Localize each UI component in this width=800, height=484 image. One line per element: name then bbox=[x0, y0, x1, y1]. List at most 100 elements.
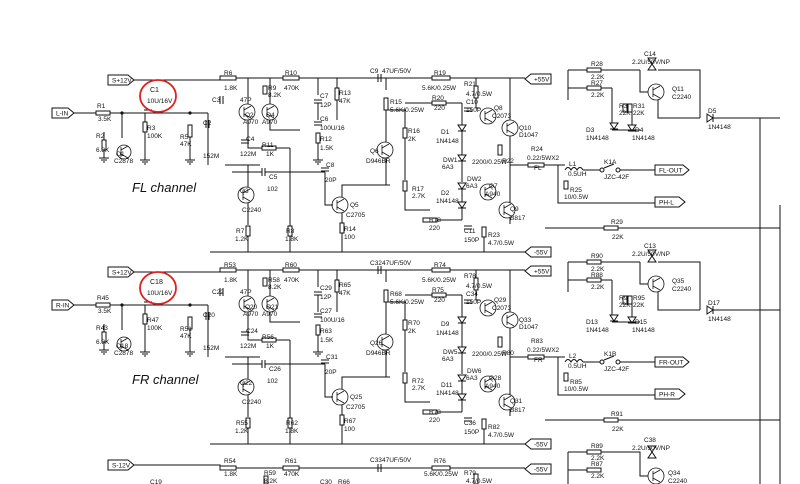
fr-r13-ref: R65 bbox=[339, 282, 351, 289]
rl-rail-s12v-tag-text: S-12V bbox=[112, 462, 131, 469]
wire bbox=[243, 297, 252, 303]
fl-q6-val: D946BR bbox=[366, 158, 391, 165]
rl-r79-ref: R79 bbox=[464, 470, 476, 477]
wire bbox=[134, 77, 375, 81]
wire bbox=[465, 77, 477, 86]
fl-r3-ref: R3 bbox=[147, 125, 156, 132]
fr-c7-val: 12P bbox=[320, 294, 332, 301]
wire bbox=[269, 312, 300, 323]
fl-r14-ref: R14 bbox=[344, 226, 356, 233]
resistor-symbol bbox=[383, 97, 389, 111]
cap-np-symbol bbox=[647, 249, 657, 257]
wire bbox=[484, 301, 493, 307]
rl-r54-val: 1.8K bbox=[224, 471, 238, 478]
transistor-symbol bbox=[479, 107, 497, 125]
fr-r30-ref: R93 bbox=[619, 295, 631, 302]
fl-r27-val: 2.2K bbox=[591, 92, 605, 99]
fl-r11-ref: R11 bbox=[262, 142, 274, 149]
fr-r3-val: 100K bbox=[147, 325, 163, 332]
wire bbox=[120, 153, 129, 159]
fr-dw1-ref: DW5 bbox=[443, 349, 458, 356]
resistor-symbol bbox=[603, 417, 619, 423]
fr-q8-val: C2073 bbox=[492, 305, 512, 312]
fr-r15-val: 5.6K/0.25W bbox=[390, 299, 425, 306]
fl-r20-val: 220 bbox=[434, 105, 445, 112]
diode-symbol bbox=[457, 182, 467, 190]
transistor-symbol bbox=[501, 119, 519, 137]
fr-c1-val: 10U/16V bbox=[147, 290, 173, 297]
fr-d1-val: 1N4148 bbox=[436, 330, 459, 337]
fl-r1-ref: R1 bbox=[97, 103, 106, 110]
wire bbox=[120, 345, 129, 351]
fr-r19-ref: R74 bbox=[434, 262, 446, 269]
wire bbox=[386, 109, 406, 128]
fl-r17-ref: R17 bbox=[412, 186, 424, 193]
fr-r23-val: 4.7/0.5W bbox=[488, 432, 515, 439]
fr-r31-val: 22K bbox=[633, 302, 645, 309]
wire bbox=[639, 262, 648, 285]
fl-c9-val: 47UF/50V bbox=[382, 68, 412, 75]
diode-symbol bbox=[609, 314, 619, 322]
fr-r8-ref: R62 bbox=[286, 420, 298, 427]
wire bbox=[324, 364, 333, 398]
fl-c4-ref: C4 bbox=[246, 136, 255, 143]
diode-symbol bbox=[457, 124, 467, 132]
fl-r29-ref: R29 bbox=[611, 219, 623, 226]
wire bbox=[652, 285, 661, 291]
fl-r25-ref: R25 bbox=[570, 187, 582, 194]
fl-d4-val: 1N4148 bbox=[632, 135, 655, 142]
fr-r22-ref: R80 bbox=[502, 350, 514, 357]
wire bbox=[336, 398, 345, 404]
fr-q8-ref: Q29 bbox=[494, 297, 507, 304]
inductor-symbol bbox=[564, 167, 584, 171]
fr-r12-val: 1.5K bbox=[320, 337, 334, 344]
resistor-symbol bbox=[263, 475, 269, 484]
fl-r15-val: 5.6K/0.25W bbox=[390, 107, 425, 114]
fr-rail-neg-tag: -55V bbox=[524, 438, 552, 450]
fl-q9-val: B817 bbox=[510, 215, 526, 222]
fr-rail-s12v-tag-text: S+12V bbox=[112, 269, 132, 276]
fl-q9-ref: Q9 bbox=[510, 206, 519, 213]
fr-q10-ref: Q33 bbox=[519, 317, 532, 324]
rl-r89-val: 2.2K bbox=[591, 455, 605, 462]
transistor-symbol bbox=[116, 144, 132, 160]
fl-r8-val: 1.8K bbox=[285, 236, 299, 243]
fr-l1-val: 0.5UH bbox=[568, 363, 587, 370]
fr-r12-ref: R63 bbox=[320, 328, 332, 335]
fr-q3-ref: Q22 bbox=[240, 380, 253, 387]
fl-q4-ref: Q4 bbox=[266, 112, 275, 119]
fl-r13-ref: R13 bbox=[339, 90, 351, 97]
rl-r89-ref: R89 bbox=[591, 443, 603, 450]
fr-r24-ref: R83 bbox=[531, 338, 543, 345]
fl-r3-val: 100K bbox=[147, 133, 163, 140]
resistor-symbol bbox=[627, 103, 633, 113]
resistor-symbol bbox=[497, 144, 503, 156]
wire bbox=[134, 269, 375, 273]
rl-c38-ref: C38 bbox=[644, 437, 656, 444]
fr-r9-ref: R58 bbox=[268, 277, 280, 284]
fl-c5-ref: C5 bbox=[269, 174, 278, 181]
wire bbox=[404, 191, 430, 211]
wire bbox=[652, 93, 661, 99]
fl-rail-neg-tag: -55V bbox=[524, 246, 552, 258]
wire bbox=[266, 113, 275, 119]
transistor-symbol bbox=[331, 388, 349, 406]
fr-c9-ref: C32 bbox=[370, 260, 382, 267]
rl-c19-ref: C19 bbox=[150, 479, 162, 484]
wire bbox=[601, 451, 648, 477]
fl-q3-ref: Q3 bbox=[240, 188, 249, 195]
wire bbox=[299, 77, 319, 95]
wire bbox=[503, 203, 512, 209]
rl-r76-val: 5.6K/0.25W bbox=[424, 471, 459, 478]
transistor-symbol bbox=[238, 103, 256, 121]
resistor-symbol bbox=[627, 295, 633, 305]
fl-r29-val: 22K bbox=[612, 234, 624, 241]
transistor-symbol bbox=[479, 375, 497, 393]
fl-r31-ref: R31 bbox=[633, 103, 645, 110]
wire bbox=[475, 98, 480, 109]
fl-r31-val: 22K bbox=[633, 110, 645, 117]
rl-r79-val: 4.7/0.5W bbox=[466, 478, 493, 484]
fl-r21-ref: R21 bbox=[464, 81, 476, 88]
fl-dw1-val: 6A3 bbox=[442, 164, 454, 171]
